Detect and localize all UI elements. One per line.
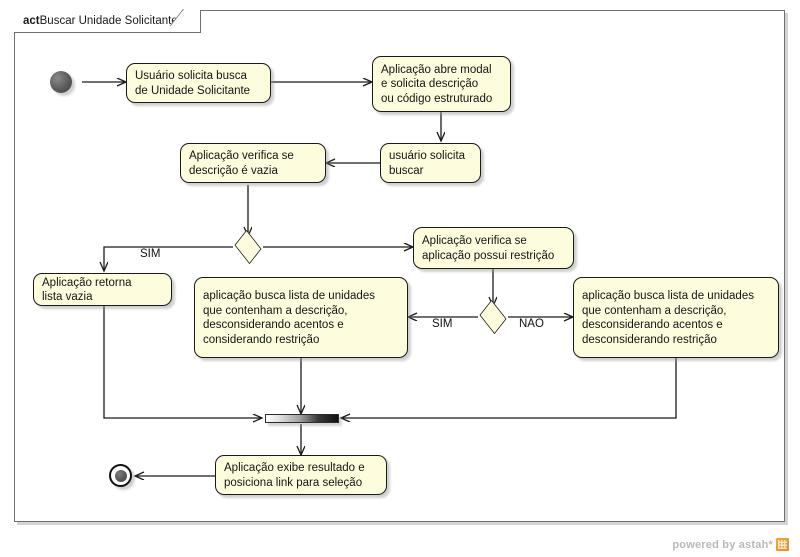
activity-busca-considerando-restricao[interactable]: aplicação busca lista de unidades que co…: [194, 277, 408, 358]
activity-busca-desconsiderando-restricao[interactable]: aplicação busca lista de unidades que co…: [573, 277, 779, 358]
activity-usuario-solicita-busca[interactable]: Usuário solicita busca de Unidade Solici…: [126, 63, 271, 103]
node-line: aplicação busca lista de unidades: [582, 290, 754, 302]
activity-aplicacao-abre-modal[interactable]: Aplicação abre modal e solicita descriçã…: [372, 56, 511, 112]
initial-node[interactable]: [50, 71, 72, 93]
node-line: posiciona link para seleção: [224, 476, 363, 489]
node-line: Aplicação verifica se: [422, 235, 527, 247]
watermark-text: powered by astah*: [672, 538, 773, 551]
node-line: desconsiderando acentos e: [582, 319, 723, 331]
node-line: aplicação busca lista de unidades: [203, 290, 375, 302]
final-node[interactable]: [109, 464, 132, 487]
node-line: buscar: [389, 164, 424, 177]
astah-watermark: powered by astah*: [672, 538, 789, 551]
node-line: descrição é vazia: [189, 164, 278, 177]
decision-node-descricao-vazia[interactable]: [233, 229, 265, 268]
diagram-title: Buscar Unidade Solicitante: [39, 15, 178, 27]
join-node[interactable]: [265, 414, 339, 423]
node-line: e solicita descrição: [381, 78, 479, 91]
node-line: ou código estruturado: [381, 92, 493, 105]
node-line: Aplicação retorna: [42, 276, 132, 289]
astah-logo-icon: [776, 538, 789, 551]
node-line: desconsiderando acentos e: [203, 319, 344, 331]
edge-label-decision1-sim: SIM: [140, 248, 161, 260]
node-line: Aplicação abre modal: [381, 63, 492, 76]
activity-verifica-possui-restricao[interactable]: Aplicação verifica se aplicação possui r…: [413, 227, 574, 269]
node-line: Aplicação verifica se: [189, 150, 294, 162]
edge-label-decision2-nao: NAO: [519, 318, 544, 330]
node-line: Usuário solicita busca: [135, 70, 247, 82]
node-line: aplicação possui restrição: [422, 249, 555, 262]
diagram-kind-keyword: act: [23, 15, 40, 27]
activity-retorna-lista-vazia[interactable]: Aplicação retorna lista vazia: [33, 273, 172, 306]
node-line: que contenham a descrição,: [582, 304, 727, 317]
node-line: de Unidade Solicitante: [135, 84, 251, 97]
activity-verifica-descricao-vazia[interactable]: Aplicação verifica se descrição é vazia: [180, 143, 326, 183]
node-line: Aplicação exibe resultado e: [224, 462, 365, 474]
node-line: lista vazia: [42, 291, 93, 303]
node-line: usuário solicita: [389, 150, 466, 162]
node-line: considerando restrição: [203, 333, 320, 346]
activity-exibe-resultado[interactable]: Aplicação exibe resultado e posiciona li…: [215, 455, 387, 495]
decision-node-possui-restricao[interactable]: [478, 299, 510, 338]
node-line: desconsiderando restrição: [582, 333, 717, 346]
node-line: que contenham a descrição,: [203, 304, 348, 317]
edge-label-decision2-sim: SIM: [432, 318, 453, 330]
activity-usuario-solicita-buscar[interactable]: usuário solicita buscar: [380, 143, 481, 183]
